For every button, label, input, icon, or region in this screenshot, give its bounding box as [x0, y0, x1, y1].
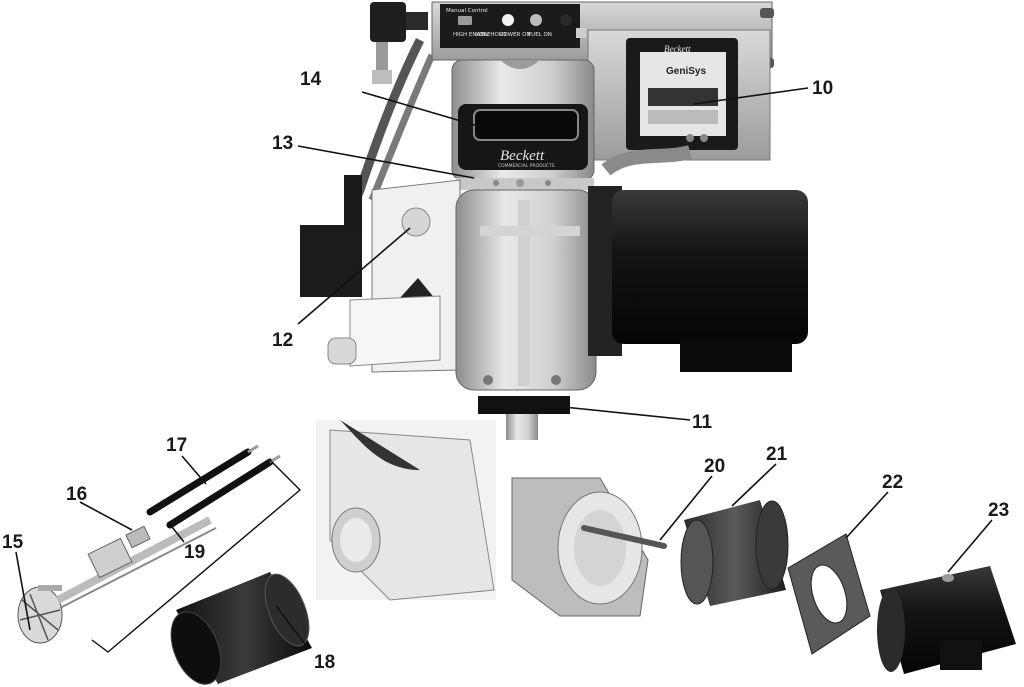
fuel-line-2: [368, 53, 436, 202]
callout-10: 10: [812, 78, 833, 99]
callout-14: 14: [300, 69, 322, 90]
retention-head: [17, 585, 63, 644]
callout-13: 13: [272, 133, 293, 154]
nozzle-line-assembly: [56, 516, 217, 609]
blower-housing: [511, 477, 667, 617]
power-on-label: POWER ON: [500, 32, 531, 38]
fuel-on-lamp: [530, 14, 542, 26]
fuel-on-label: FUEL ON: [528, 32, 552, 38]
burner-brand: Beckett: [500, 148, 545, 164]
callout-11: 11: [692, 412, 713, 433]
high-enable-label: HIGH ENABLE: [453, 32, 491, 38]
callout-19: 19: [184, 542, 205, 563]
callout-23: 23: [988, 500, 1009, 521]
pump-base: [478, 396, 570, 414]
controller-model: GeniSys: [666, 66, 706, 77]
air-inlet-housing: [327, 179, 461, 373]
solenoid-valve: [370, 2, 428, 84]
status-display: [473, 109, 579, 141]
mounting-plate: [787, 533, 871, 655]
spare-lamp: [560, 14, 572, 26]
burner-housing: Beckett COMMERCIAL PRODUCTS: [451, 59, 595, 190]
motor-shaft: [581, 525, 667, 549]
callout-22: 22: [882, 472, 903, 493]
callout-16: 16: [66, 484, 87, 505]
genisys-controller: Beckett GeniSys: [626, 38, 738, 150]
callout-21: 21: [766, 444, 788, 465]
pump-shaft: [506, 414, 538, 440]
callout-18: 18: [314, 652, 335, 673]
burner-motor: [588, 145, 808, 372]
assembly-outline: [91, 459, 302, 653]
fuel-line: [345, 37, 425, 217]
power-on-lamp: [502, 14, 514, 26]
air-tube: [170, 572, 312, 685]
electrodes: [146, 444, 281, 529]
housing-cutaway: [316, 420, 496, 601]
blower-motor: [877, 566, 1016, 674]
fan-housing: [455, 189, 597, 391]
leader-lines: [15, 87, 993, 649]
panel-header: Manual Control: [446, 8, 488, 14]
callout-20: 20: [704, 456, 725, 477]
callout-17: 17: [166, 435, 187, 456]
blower-wheel: [680, 500, 789, 606]
burner-brand-sub: COMMERCIAL PRODUCTS: [498, 163, 555, 169]
burner-assembly: Manual Control HIGH ENABLE LOW HOLD POWE…: [300, 1, 808, 440]
high-enable-switch[interactable]: [458, 16, 472, 25]
controller-brand: Beckett: [664, 44, 691, 54]
callout-12: 12: [272, 330, 293, 351]
callout-15: 15: [2, 532, 24, 553]
ignitor-box: [300, 225, 362, 297]
callout-labels: 14 13 10 12 11 17 16 19 15 18 20 21 22 2…: [2, 69, 1009, 673]
low-hold-label: LOW HOLD: [476, 32, 506, 38]
